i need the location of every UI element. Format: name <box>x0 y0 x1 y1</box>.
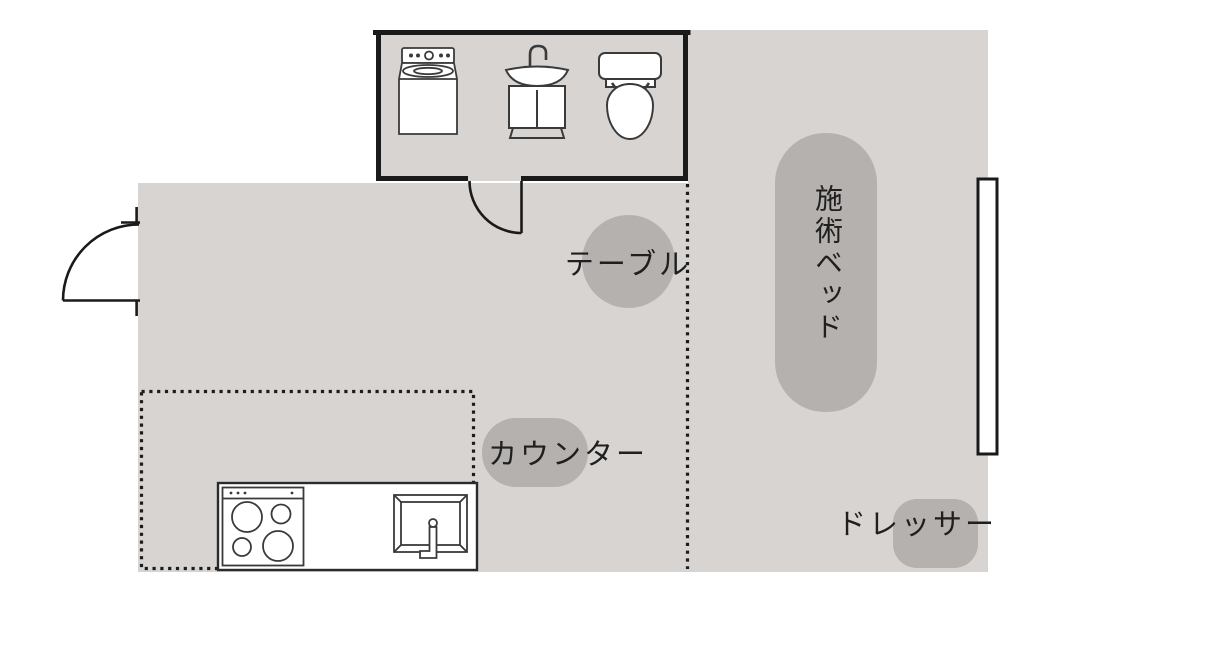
stove-icon <box>221 486 305 567</box>
mirror <box>976 177 999 456</box>
bathroom-walls <box>373 30 691 181</box>
entrance-door <box>61 207 140 316</box>
bathroom-sink-icon <box>504 44 570 139</box>
table-label: テーブル <box>564 247 692 281</box>
counter-label: カウンター <box>487 437 649 471</box>
kitchen-counter <box>216 481 479 572</box>
washing-machine-icon <box>398 47 458 135</box>
bathroom-door <box>468 180 523 235</box>
treatment-bed-marker <box>775 133 877 412</box>
counter-marker <box>482 418 588 487</box>
table-marker <box>582 215 675 308</box>
dresser-marker <box>893 499 978 568</box>
kitchen-sink-icon <box>393 494 468 559</box>
dresser-label: ドレッサー <box>836 507 998 541</box>
kitchen-area-dotted-outline <box>139 389 476 571</box>
toilet-icon <box>598 52 662 141</box>
treatment-bed-label: 施術ベッド <box>811 184 844 344</box>
